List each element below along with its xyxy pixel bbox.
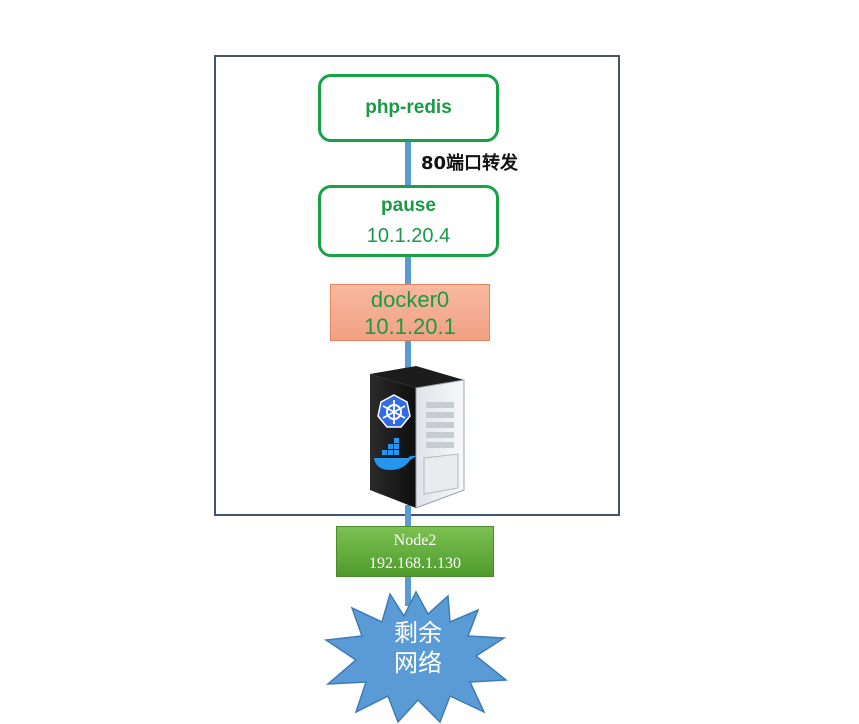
node-name: Node2 [393, 531, 437, 549]
wire-server-to-node [405, 505, 411, 527]
node-ip: 192.168.1.130 [369, 554, 461, 572]
wire-pause-to-bridge [405, 255, 411, 285]
php-redis-label: php-redis [365, 97, 452, 118]
wire-bridge-to-server [405, 340, 411, 370]
docker0-bridge: docker0 10.1.20.1 [330, 284, 490, 341]
wire-node-to-network [405, 576, 411, 606]
pause-container: pause 10.1.20.4 [318, 185, 499, 257]
host-frame [214, 55, 620, 516]
port-forward-label: 80端口转发 [421, 153, 519, 174]
network-line2: 网络 [394, 649, 442, 677]
node2-box: Node2 192.168.1.130 [336, 526, 494, 577]
docker-icon [374, 438, 416, 470]
network-line1: 剩余 [394, 619, 442, 647]
pause-label: pause [381, 195, 436, 216]
server-icon [370, 366, 465, 509]
wire-pod-to-pause [405, 140, 411, 186]
bridge-ip: 10.1.20.1 [364, 313, 456, 339]
remaining-network-label: 剩余 网络 [318, 618, 518, 678]
php-redis-container: php-redis [318, 74, 499, 142]
bridge-name: docker0 [370, 286, 450, 312]
remaining-network-burst [323, 590, 509, 724]
pause-ip: 10.1.20.4 [366, 225, 451, 247]
kubernetes-icon [377, 394, 411, 428]
